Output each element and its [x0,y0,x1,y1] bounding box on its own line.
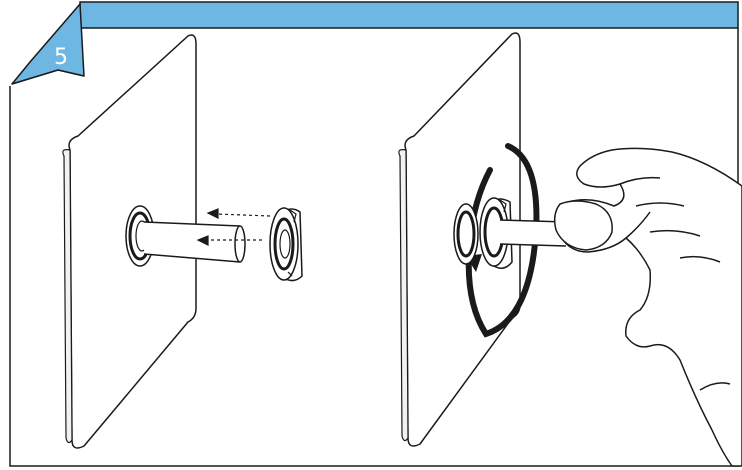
wall-plate-edge [62,149,73,444]
step-badge: 5 [11,3,85,85]
wall-plate-edge [398,149,409,442]
hand-outline [556,147,742,467]
spindle [143,221,246,263]
finger-crease-1 [619,176,661,185]
step-number: 5 [54,45,68,70]
finger-crease-4 [679,255,721,263]
knuckle-line [625,211,651,239]
badge-fold [11,69,85,85]
finger-crease-3 [649,229,701,237]
lock-nut [269,207,303,282]
left-panel [62,34,303,449]
finger-crease-2 [635,202,685,207]
thumb [553,200,613,251]
header-bar [79,1,739,29]
badge-shape [11,3,85,85]
wrist-line [699,382,731,391]
spindle-end [234,225,246,263]
hand [553,147,742,467]
spindle [499,219,567,247]
right-panel [398,32,742,467]
direction-arrows [196,208,271,246]
mounted-ring [453,203,479,265]
